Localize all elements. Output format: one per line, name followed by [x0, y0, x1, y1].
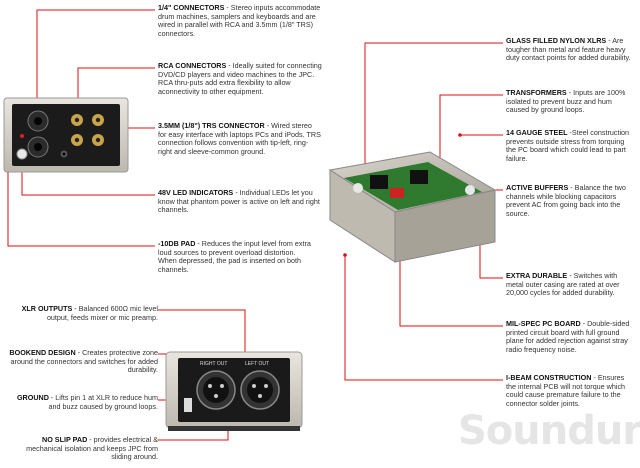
note-milspec-title: MIL-SPEC PC BOARD: [506, 319, 581, 328]
leader-milspec: [399, 250, 503, 327]
note-quarter-inch-title: 1/4" CONNECTORS: [158, 3, 225, 12]
note-trs-title: 3.5MM (1/8") TRS CONNECTOR: [158, 121, 265, 130]
note-steel-title: 14 GAUGE STEEL: [506, 128, 568, 137]
note-durable-title: EXTRA DURABLE: [506, 271, 568, 280]
watermark-logo: Soundure: [458, 408, 640, 454]
open-chassis-image: [328, 151, 497, 263]
note-ibeam-title: I-BEAM CONSTRUCTION: [506, 373, 592, 382]
note-milspec-text: - Double-sided printed circuit board wit…: [506, 319, 630, 355]
note-trs-text: - Wired stereo for easy interface with l…: [158, 121, 321, 157]
note-ground-title: GROUND: [16, 393, 49, 402]
note-milspec: MIL-SPEC PC BOARD - Double-sided printed…: [506, 319, 636, 355]
note-transformers: TRANSFORMERS - Inputs are 100% isolated …: [506, 88, 636, 115]
note-rca-title: RCA CONNECTORS: [158, 61, 227, 70]
leader-transformers: [439, 94, 503, 185]
note-durable: EXTRA DURABLE - Switches with metal oute…: [506, 271, 636, 298]
note-xlr-out: XLR OUTPUTS - Balanced 600Ω mic level ou…: [4, 304, 158, 322]
note-steel: 14 GAUGE STEEL -Steel construction preve…: [506, 128, 636, 164]
rear-label-left-out: LEFT OUT: [245, 361, 270, 367]
leader-pad: [7, 150, 155, 247]
note-trs: 3.5MM (1/8") TRS CONNECTOR - Wired stere…: [158, 121, 322, 157]
note-quarter-inch: 1/4" CONNECTORS - Stereo inputs accommod…: [158, 3, 330, 39]
note-buffers-text: - Balance the two channels while blockin…: [506, 183, 626, 219]
front-panel-image: [3, 97, 129, 173]
note-buffers: ACTIVE BUFFERS - Balance the two channel…: [506, 183, 636, 219]
leader-ibeam: [344, 255, 503, 381]
note-glass-xlr: GLASS FILLED NYLON XLRS - Are tougher th…: [506, 36, 636, 63]
note-ground: GROUND - Lifts pin 1 at XLR to reduce hu…: [4, 393, 159, 411]
note-glass-xlr-title: GLASS FILLED NYLON XLRS: [506, 36, 607, 45]
note-glass-xlr-text: - Are tougher than metal and feature hea…: [506, 36, 631, 63]
rear-label-right-out: RIGHT OUT: [200, 361, 228, 367]
note-quarter-inch-text: - Stereo inputs accommodate drum machine…: [158, 3, 321, 39]
leader-glass-xlr: [364, 42, 503, 168]
note-noslip-text: - provides electrical & mechanical isola…: [26, 435, 158, 462]
leader-noslip: [158, 428, 229, 441]
note-bookend: BOOKEND DESIGN - Creates protective zone…: [4, 348, 158, 375]
note-xlr-out-title: XLR OUTPUTS: [21, 304, 73, 313]
rear-panel-image: [165, 351, 303, 431]
note-noslip-title: NO SLIP PAD: [42, 435, 88, 444]
note-noslip: NO SLIP PAD - provides electrical & mech…: [4, 435, 158, 462]
note-pad: -10DB PAD - Reduces the input level from…: [158, 239, 314, 275]
leader-rca: [77, 67, 155, 110]
leader-quarter-inch: [36, 9, 155, 110]
note-transformers-text: - Inputs are 100% isolated to prevent bu…: [506, 88, 626, 115]
note-rca: RCA CONNECTORS - Ideally suited for conn…: [158, 61, 322, 97]
leader-xlr-out: [158, 309, 246, 362]
note-ibeam: I-BEAM CONSTRUCTION - Ensures the intern…: [506, 373, 636, 409]
note-led: 48V LED INDICATORS - Individual LEDs let…: [158, 188, 328, 215]
note-bookend-text: - Creates protective zone around the con…: [10, 348, 158, 375]
note-pad-title: -10DB PAD: [158, 239, 196, 248]
note-xlr-out-text: - Balanced 600Ω mic level output, feeds …: [46, 304, 158, 322]
note-bookend-title: BOOKEND DESIGN: [9, 348, 76, 357]
note-steel-text: -Steel construction prevents outside str…: [506, 128, 630, 164]
note-durable-text: - Switches with metal outer casing are r…: [506, 271, 620, 298]
note-pad-text: - Reduces the input level from extra lou…: [158, 239, 311, 275]
note-ibeam-text: - Ensures the internal PCB will not torq…: [506, 373, 626, 409]
note-led-title: 48V LED INDICATORS: [158, 188, 234, 197]
note-ground-text: - Lifts pin 1 at XLR to reduce hum and b…: [48, 393, 159, 411]
note-rca-text: - Ideally suited for connecting DVD/CD p…: [158, 61, 322, 97]
note-transformers-title: TRANSFORMERS: [506, 88, 567, 97]
note-buffers-title: ACTIVE BUFFERS: [506, 183, 569, 192]
note-led-text: - Individual LEDs let you know that phan…: [158, 188, 320, 215]
